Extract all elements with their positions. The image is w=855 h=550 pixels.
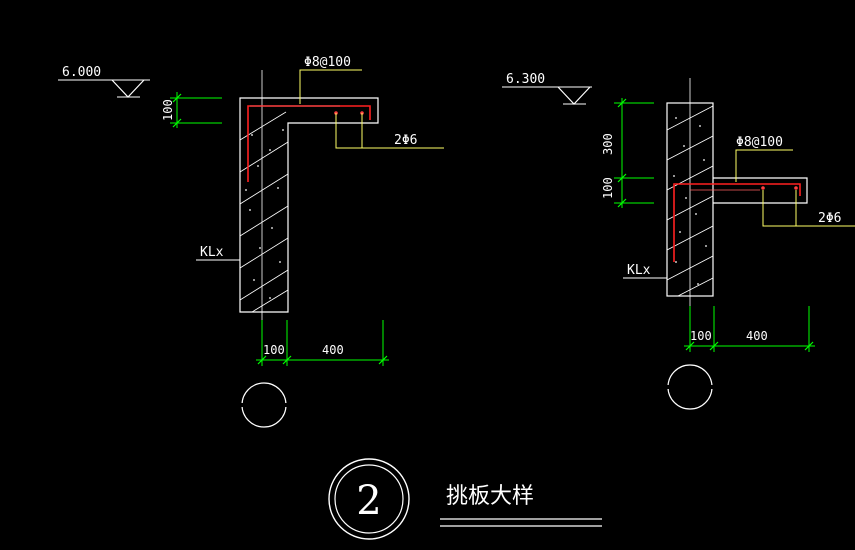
left-detail: 6.000 100 [58, 55, 444, 428]
title-block: 2 挑板大样 [328, 458, 602, 540]
left-hatching [239, 111, 289, 313]
left-secondary-label: 2Φ6 [394, 133, 417, 148]
right-rebar-leader [735, 149, 793, 182]
right-rebar-dot-1 [761, 186, 765, 190]
left-secondary-leader [335, 113, 444, 149]
right-dim-vertical-top-text: 300 [601, 133, 615, 155]
right-dim-tick-mid [617, 173, 627, 183]
left-dim-bottom-left-text: 100 [263, 343, 285, 357]
right-concrete-column [666, 102, 714, 297]
left-elevation-triangle [111, 79, 145, 98]
right-dim-bottom-left-text: 100 [690, 329, 712, 343]
left-dim-tick-b [282, 355, 292, 365]
left-dim-tick-bottom [172, 118, 182, 128]
right-concrete-slab [713, 177, 808, 204]
right-rebar-dot-2 [794, 186, 798, 190]
right-elevation-triangle [557, 86, 591, 105]
left-concrete-section [239, 97, 379, 313]
title-circle-inner [334, 464, 404, 534]
left-rebar-main [247, 105, 371, 182]
title-text: 挑板大样 [446, 484, 534, 509]
right-dim-tick-c [804, 341, 814, 351]
right-elevation-text: 6.300 [506, 72, 545, 87]
left-dim-tick-a [257, 355, 267, 365]
right-dim-vertical-bottom-text: 100 [601, 177, 615, 199]
left-beam-label: KLx [200, 245, 224, 260]
right-dim-bottom-right-text: 400 [746, 329, 768, 343]
left-axis-bubble-break [236, 403, 294, 407]
right-dim-tick-a [685, 341, 695, 351]
right-detail: 6.300 300 100 [502, 72, 855, 410]
right-dim-tick-b [709, 341, 719, 351]
left-rebar-leader [299, 69, 362, 104]
left-dim-tick-c [378, 355, 388, 365]
left-dim-tick-top [172, 93, 182, 103]
right-beam-label: KLx [627, 263, 651, 278]
right-aggregate-dots [673, 117, 707, 285]
right-secondary-label: 2Φ6 [818, 211, 841, 226]
right-rebar-label: Φ8@100 [736, 135, 783, 150]
right-dim-tick-top [617, 98, 627, 108]
title-circle-outer [328, 458, 410, 540]
left-aggregate-dots [245, 129, 284, 299]
left-dim-bottom-right-text: 400 [322, 343, 344, 357]
left-elevation-text: 6.000 [62, 65, 101, 80]
title-number: 2 [356, 478, 381, 524]
right-secondary-leader [762, 190, 855, 227]
right-dim-tick-bottom [617, 198, 627, 208]
left-dim-vertical-text: 100 [161, 99, 175, 121]
left-rebar-label: Φ8@100 [304, 55, 351, 70]
right-axis-bubble-break [662, 385, 720, 389]
right-rebar-main [673, 183, 801, 262]
